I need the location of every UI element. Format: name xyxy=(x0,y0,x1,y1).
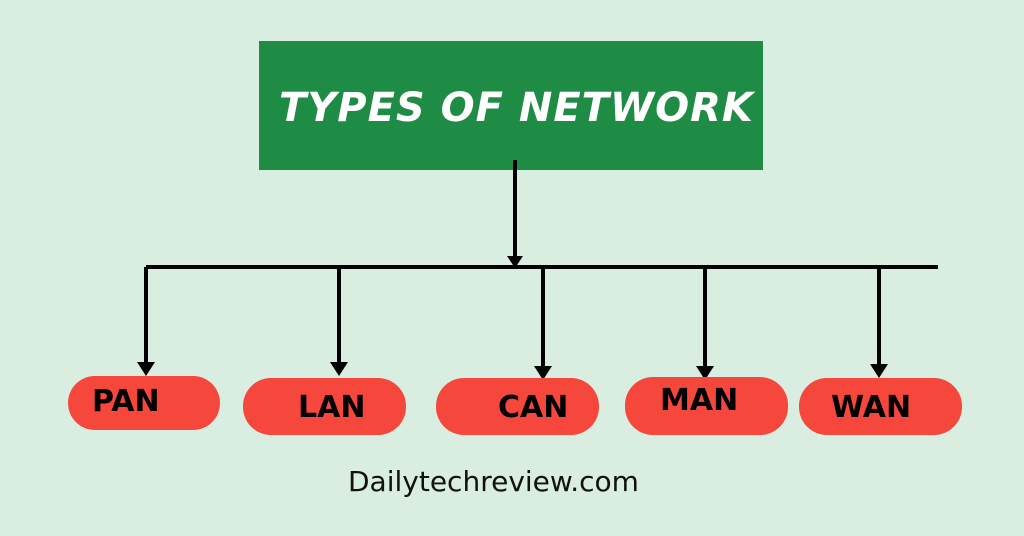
node-label: MAN xyxy=(660,383,739,418)
node-wan: WAN xyxy=(799,378,962,435)
node-label: PAN xyxy=(92,384,160,419)
node-label: CAN xyxy=(498,390,569,425)
title-box: TYPES OF NETWORK xyxy=(259,41,763,170)
node-label: LAN xyxy=(298,390,366,425)
title-text: TYPES OF NETWORK xyxy=(279,85,754,131)
site-credit: Dailytechreview.com xyxy=(348,465,639,498)
node-lan: LAN xyxy=(243,378,406,435)
node-pan: PAN xyxy=(68,376,220,430)
node-man: MAN xyxy=(625,377,788,435)
node-can: CAN xyxy=(436,378,599,435)
node-label: WAN xyxy=(831,390,912,425)
